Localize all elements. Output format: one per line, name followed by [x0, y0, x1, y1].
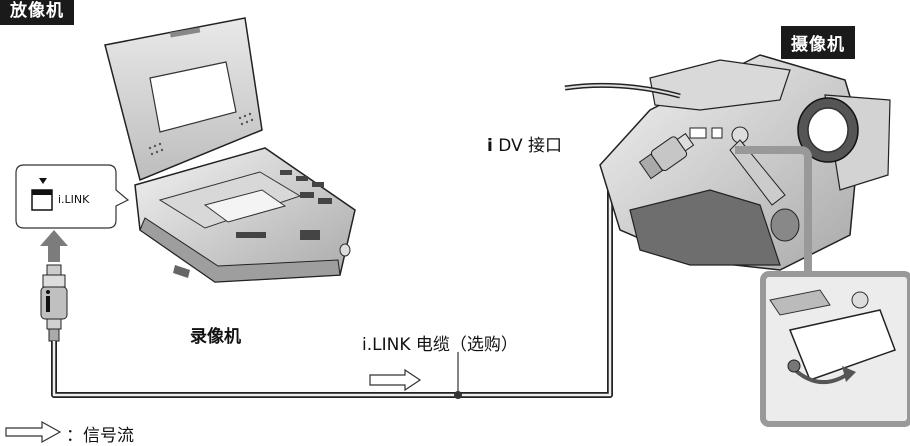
- signal-flow-arrow-icon: [369, 368, 422, 392]
- dv-port-text: DV 接口: [498, 136, 563, 156]
- player-tag: 放像机: [0, 0, 74, 25]
- left-ilink-plug: [40, 264, 68, 342]
- cable-label: i.LINK 电缆（选购）: [362, 335, 518, 355]
- detail-inset: [735, 146, 910, 427]
- plug-up-arrow: [40, 230, 68, 262]
- legend-arrow-icon: [5, 420, 62, 444]
- ilink-callout: [15, 164, 130, 229]
- vcr-label: 录像机: [190, 327, 241, 347]
- ilink-callout-label: i.LINK: [58, 193, 90, 206]
- dv-port-label: ⅰ DV 接口: [487, 131, 562, 156]
- ilink-icon: ⅰ: [487, 136, 493, 156]
- camera-tag: 摄像机: [781, 26, 855, 59]
- legend-text: ：信号流: [66, 426, 134, 446]
- right-ilink-plug: [638, 132, 695, 180]
- vcr-device: [104, 17, 356, 283]
- camcorder-device: [564, 54, 891, 271]
